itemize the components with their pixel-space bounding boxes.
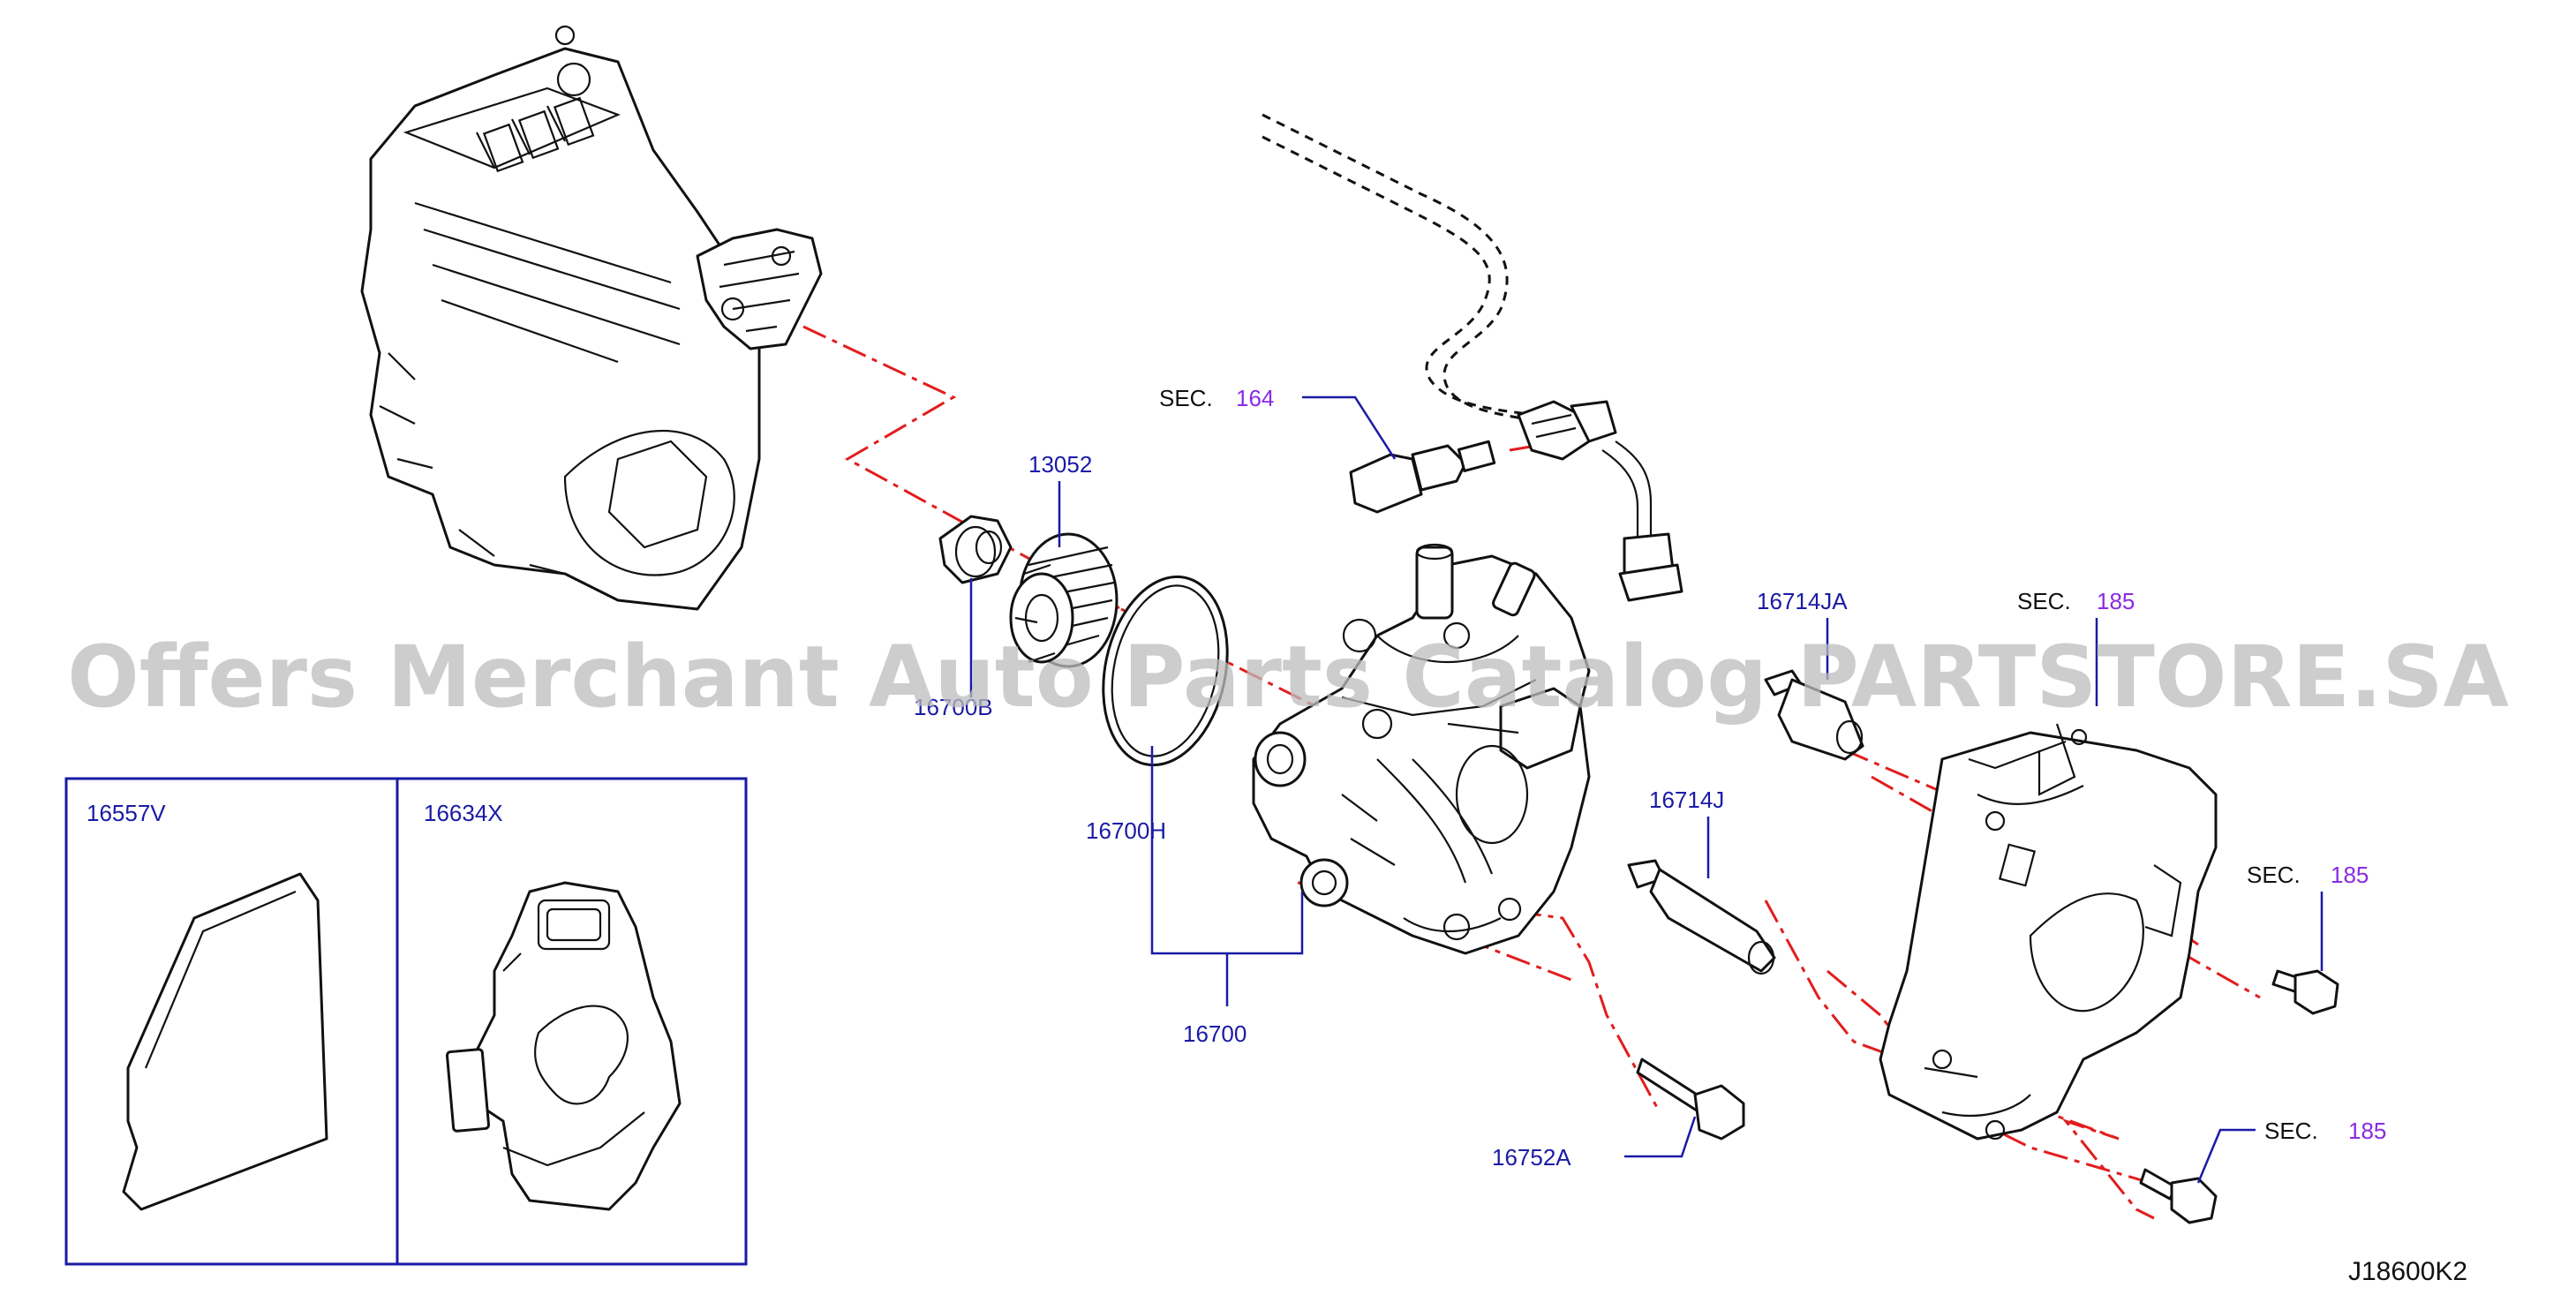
section-185-right-prefix: SEC. bbox=[2247, 862, 2301, 888]
nut-illustration bbox=[938, 515, 1013, 584]
part-labels: SEC. 164 13052 16700B 16700H 16700 16714… bbox=[87, 385, 2467, 1286]
section-185-lower-number: 185 bbox=[2348, 1118, 2386, 1144]
part-label-16700h: 16700H bbox=[1086, 817, 1166, 844]
part-label-16700: 16700 bbox=[1183, 1020, 1247, 1047]
gasket-16557v-illustration bbox=[122, 872, 328, 1211]
part-label-16700b: 16700B bbox=[914, 694, 993, 720]
section-164-prefix: SEC. bbox=[1159, 385, 1213, 411]
flange-bolt-upper-illustration bbox=[2271, 969, 2339, 1015]
engine-block-illustration bbox=[360, 25, 823, 611]
bolt-16752a-illustration bbox=[1636, 1058, 1745, 1141]
part-label-16714j: 16714J bbox=[1649, 787, 1724, 813]
gasket-inset-box bbox=[64, 777, 748, 1266]
diagram-code: J18600K2 bbox=[2348, 1257, 2467, 1286]
section-185-right-number: 185 bbox=[2331, 862, 2369, 888]
stud-16714j-illustration bbox=[1627, 859, 1776, 975]
part-label-16557v: 16557V bbox=[87, 800, 166, 826]
sensor-harness-dashed bbox=[1262, 113, 1653, 538]
pressure-sensor-illustration bbox=[1349, 440, 1496, 514]
section-164-number: 164 bbox=[1236, 385, 1274, 411]
section-185-top-number: 185 bbox=[2097, 588, 2135, 614]
pump-bracket-illustration bbox=[1879, 723, 2218, 1141]
section-185-lower-prefix: SEC. bbox=[2264, 1118, 2318, 1144]
part-label-16634x: 16634X bbox=[424, 800, 503, 826]
harness-connector-illustration bbox=[1517, 400, 1617, 461]
watermark-text: Offers Merchant Auto Parts Catalog PARTS… bbox=[67, 628, 2509, 727]
gasket-16634x-illustration bbox=[445, 881, 682, 1211]
o-ring-illustration bbox=[1102, 575, 1229, 767]
harness-end-connector-illustration bbox=[1618, 532, 1683, 602]
fuel-pump-illustration bbox=[1252, 543, 1591, 955]
section-185-top-prefix: SEC. bbox=[2017, 588, 2071, 614]
leader-lines bbox=[969, 395, 2324, 1184]
part-label-16714ja: 16714JA bbox=[1757, 588, 1848, 614]
part-label-13052: 13052 bbox=[1028, 451, 1092, 478]
stud-16714ja-illustration bbox=[1764, 669, 1864, 761]
part-label-16752a: 16752A bbox=[1492, 1144, 1571, 1171]
drive-gear-illustration bbox=[1009, 532, 1119, 668]
flange-bolt-lower-illustration bbox=[2139, 1168, 2218, 1224]
